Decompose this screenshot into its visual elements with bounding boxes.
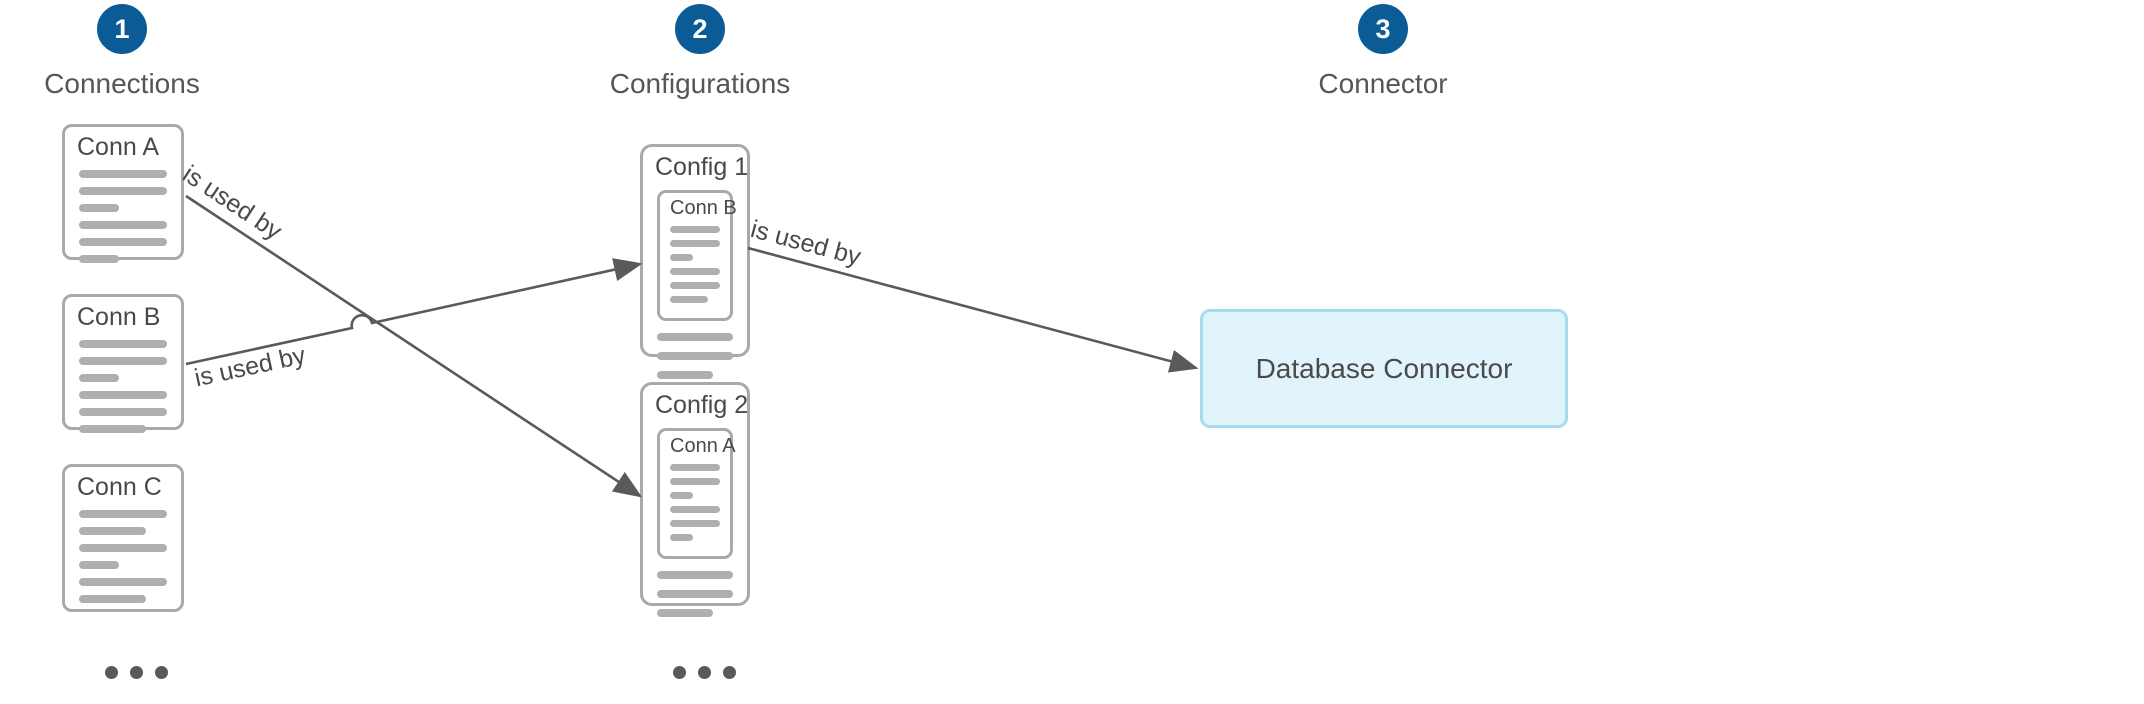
dot-icon [673,666,686,679]
column-title-connections: Connections [44,68,200,99]
step-badge-1: 1 [97,4,147,54]
nested-card-content-lines [660,458,730,541]
dot-icon [130,666,143,679]
edge-conn-b-to-config-1 [185,258,643,366]
column-header-connector: 3 Connector [1173,4,1593,100]
card-config-1[interactable]: Config 1 Conn B [640,144,750,379]
card-title: Conn B [77,303,161,331]
more-connections-indicator[interactable] [105,666,168,679]
card-content-lines [65,332,181,433]
column-header-configurations: 2 Configurations [490,4,910,100]
card-config-2[interactable]: Config 2 Conn A [640,382,750,617]
card-footer-lines [643,321,747,379]
card-title: Conn A [77,133,160,161]
edge-config-1-to-connector [747,246,1199,373]
dot-icon [723,666,736,679]
edge-label-conn-a-to-config-2: is used by [177,160,287,246]
card-content-lines [65,162,181,263]
card-conn-c[interactable]: Conn C [62,464,184,612]
column-header-connections: 1 Connections [0,4,332,100]
column-title-connector: Connector [1318,68,1448,99]
database-connector-label: Database Connector [1255,352,1513,384]
card-title: Config 2 [655,391,749,419]
nested-card-conn-b[interactable]: Conn B [657,189,737,321]
card-conn-b[interactable]: Conn B [62,294,184,433]
edge-label-config-1-to-connector: is used by [747,215,864,272]
more-configurations-indicator[interactable] [673,666,736,679]
card-content-lines [65,502,181,603]
nested-card-title: Conn A [670,434,736,457]
edge-label-conn-b-to-config-1: is used by [192,341,308,393]
edge-conn-a-to-config-2 [185,194,643,498]
nested-card-content-lines [660,220,730,303]
database-connector-box[interactable]: Database Connector [1200,309,1568,428]
card-conn-a[interactable]: Conn A [62,124,184,263]
column-title-configurations: Configurations [609,68,791,99]
step-badge-3: 3 [1358,4,1408,54]
nested-card-title: Conn B [670,196,737,219]
card-title: Conn C [77,473,162,501]
card-footer-lines [643,559,747,617]
nested-card-conn-a[interactable]: Conn A [657,427,736,559]
card-title: Config 1 [655,153,749,181]
step-badge-2: 2 [675,4,725,54]
dot-icon [105,666,118,679]
dot-icon [155,666,168,679]
dot-icon [698,666,711,679]
